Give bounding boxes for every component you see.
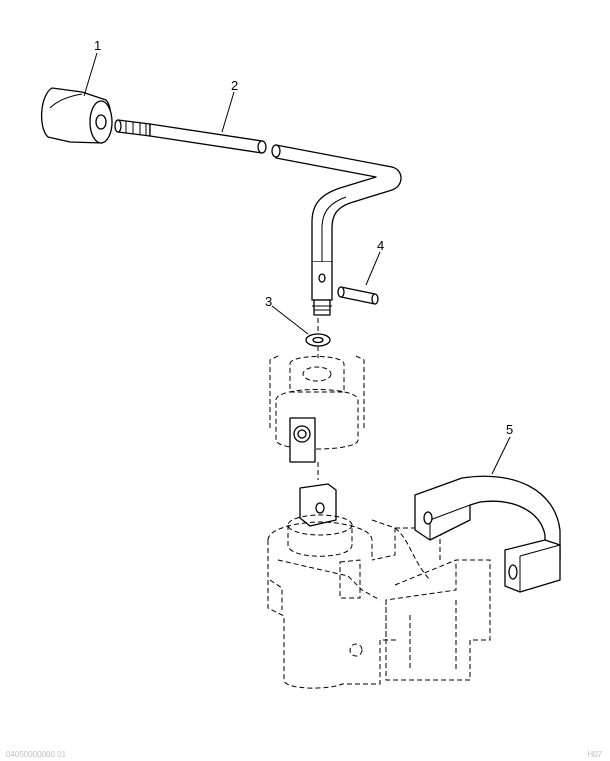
lower-housing [267, 483, 491, 689]
footer-code-left: 04050000000 01 [6, 750, 67, 759]
callout-2: 2 [231, 78, 238, 93]
part-1-shift-knob [41, 87, 113, 144]
part-3-washer [305, 333, 331, 347]
upper-housing [269, 355, 365, 480]
callout-leaders [83, 52, 511, 475]
part-4-pin [337, 286, 379, 305]
callout-5: 5 [506, 422, 513, 437]
part-2-shift-lever [114, 119, 402, 316]
callout-1: 1 [94, 38, 101, 53]
footer-code-right: H07 [587, 750, 602, 759]
callout-3: 3 [265, 294, 272, 309]
callout-4: 4 [377, 238, 384, 253]
part-5-yoke [394, 475, 561, 593]
